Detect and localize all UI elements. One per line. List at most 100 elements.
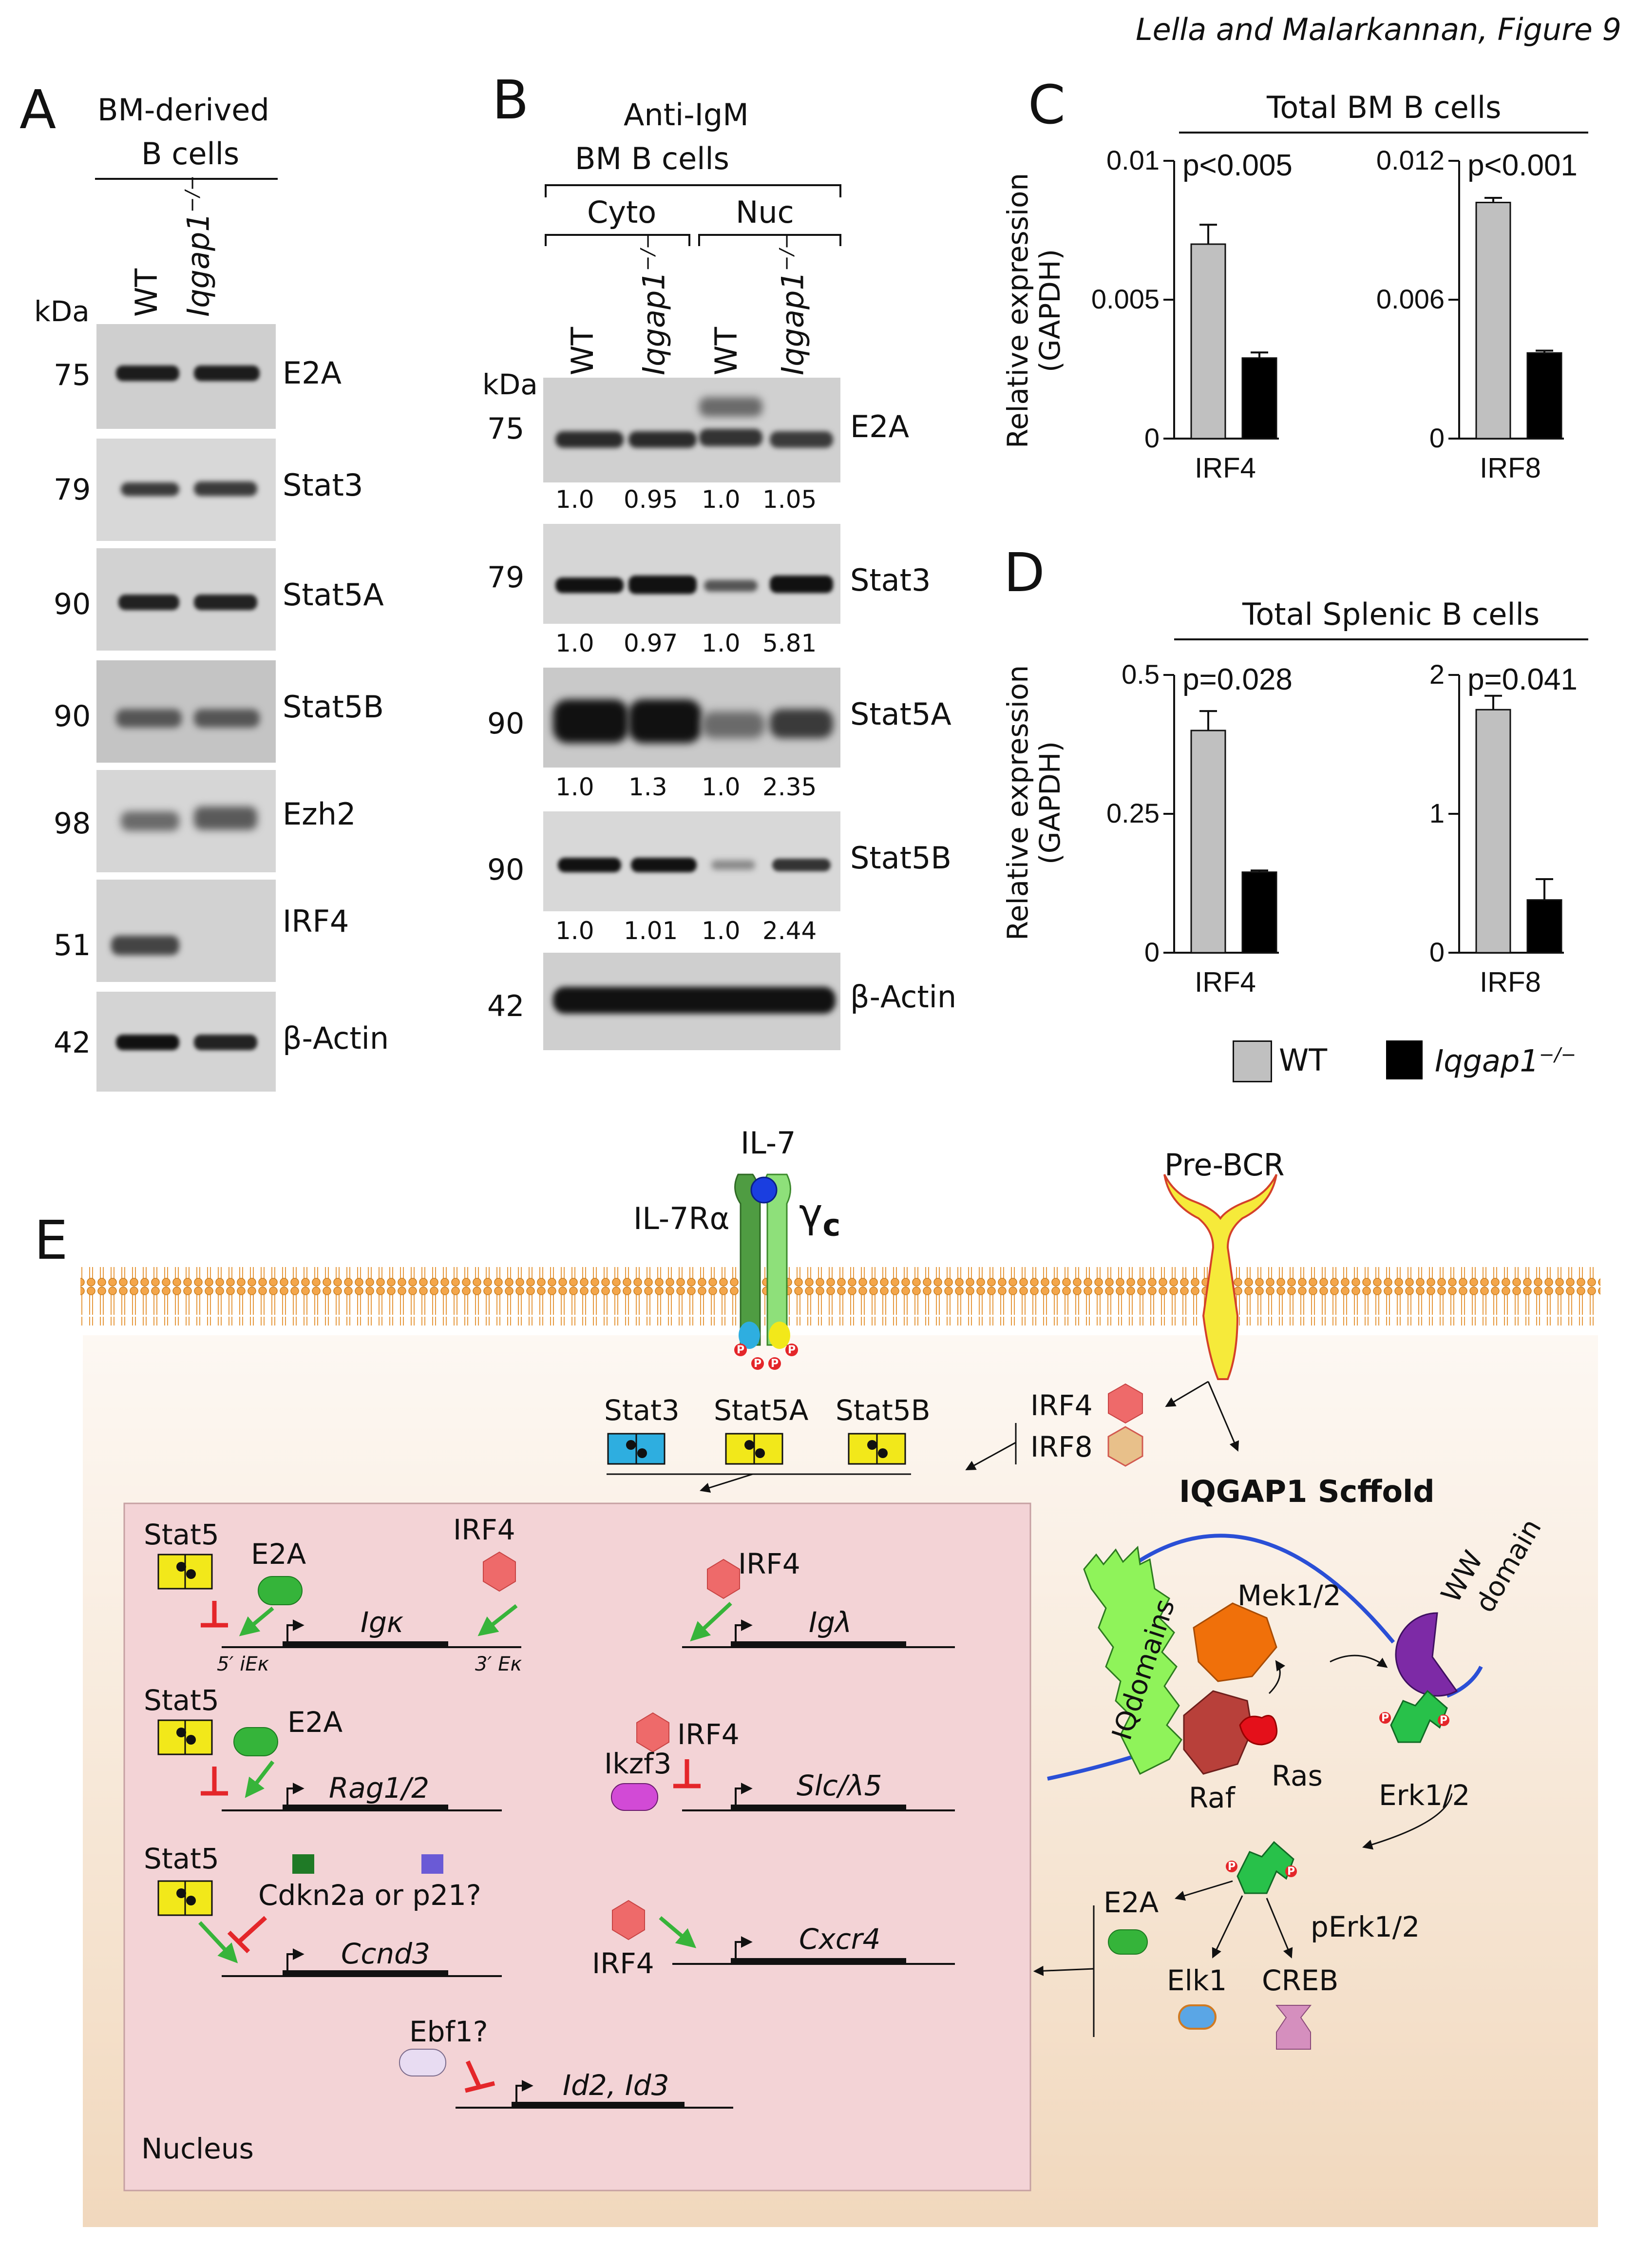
e2a-cyto-label: E2A — [1103, 1886, 1159, 1919]
blot-label: β-Actin — [850, 979, 957, 1015]
panel-b-group-nuc: Nuc — [736, 194, 794, 230]
prebcr-label: Pre-BCR — [1164, 1147, 1285, 1183]
n-stat5-2: Stat5 — [144, 1684, 219, 1717]
panel-b-group-cyto: Cyto — [587, 194, 657, 230]
blot-image — [96, 439, 276, 541]
panel-a-kda: kDa — [34, 295, 90, 328]
blot-image — [96, 880, 276, 982]
y-tick-label: 0.5 — [1122, 659, 1160, 690]
blot-label: Stat3 — [283, 467, 363, 503]
blot-kda: 51 — [54, 928, 91, 962]
y-tick-label: 1 — [1429, 798, 1445, 828]
n-irf4-4: IRF4 — [592, 1947, 654, 1980]
y-tick-label: 0.012 — [1376, 145, 1445, 175]
x-axis-label: IRF8 — [1480, 452, 1541, 484]
blot-kda: 90 — [487, 707, 525, 741]
blot-image — [543, 811, 840, 911]
blot-kda: 90 — [487, 853, 525, 887]
p-value-annotation: p<0.005 — [1182, 149, 1293, 182]
blot-band — [711, 860, 755, 870]
nucleus-label: Nucleus — [141, 2132, 254, 2165]
n-irf4-3: IRF4 — [677, 1718, 740, 1751]
gene-id: Id2, Id3 — [563, 2069, 669, 2102]
legend-ko-sup: −/− — [1539, 1044, 1577, 1065]
p-label: P — [737, 1344, 745, 1356]
panel-c-header: Total BM B cells — [1267, 90, 1502, 125]
blot-kda: 75 — [487, 412, 525, 446]
quant-value: 1.0 — [702, 917, 741, 945]
blot-band — [118, 595, 179, 610]
blot-band — [194, 365, 260, 381]
blot-kda: 79 — [487, 560, 525, 595]
figure-title: Lella and Malarkannan, Figure 9 — [1136, 12, 1621, 47]
stat3-label: Stat3 — [604, 1394, 680, 1427]
il7-ligand — [750, 1176, 778, 1204]
stat5b-dimer — [848, 1433, 906, 1465]
bar-wt — [1190, 243, 1226, 440]
y-tick-label: 0 — [1144, 937, 1160, 967]
blot-band — [121, 482, 179, 496]
gene-cxcr4: Cxcr4 — [799, 1922, 881, 1956]
p-label: P — [1381, 1712, 1389, 1724]
mek-label: Mek1/2 — [1237, 1579, 1341, 1612]
quant-value: 0.95 — [624, 485, 678, 514]
irf4-cyto-hexagon — [1108, 1383, 1143, 1424]
blot-label: Stat5B — [850, 840, 951, 876]
bar-ko — [1241, 871, 1277, 954]
panel-c-header-rule — [1179, 132, 1588, 134]
irf8-cyto-hexagon — [1107, 1426, 1143, 1467]
panel-a-letter: A — [19, 78, 57, 141]
gene-slc-row — [611, 1712, 955, 1811]
n-stat5-3: Stat5 — [144, 1842, 219, 1875]
blot-kda: 42 — [487, 989, 525, 1023]
blot-band — [194, 807, 257, 830]
quant-value: 1.01 — [624, 917, 678, 945]
blot-label: β-Actin — [283, 1020, 389, 1056]
blot-band — [770, 709, 833, 738]
quant-value: 5.81 — [762, 629, 817, 657]
n-ebf1: Ebf1? — [409, 2015, 488, 2048]
elk1 — [1178, 2004, 1217, 2030]
blot-band — [628, 576, 697, 594]
stat3-dimer — [607, 1433, 666, 1465]
p-label: P — [788, 1344, 796, 1356]
y-tick-label: 0 — [1429, 423, 1445, 453]
panel-a-header-2: B cells — [141, 136, 240, 172]
pre-bcr — [1163, 1174, 1277, 1380]
p-label: P — [1440, 1714, 1448, 1727]
x-axis-label: IRF8 — [1480, 966, 1541, 998]
n-stat5-1: Stat5 — [144, 1518, 219, 1551]
panel-d-header: Total Splenic B cells — [1242, 596, 1540, 632]
ras-label: Ras — [1272, 1759, 1323, 1792]
quant-value: 1.0 — [555, 629, 594, 657]
blot-label: Stat3 — [850, 562, 931, 598]
blot-band — [555, 431, 624, 448]
blot-kda: 90 — [54, 699, 91, 733]
gamma-symbol: γ — [799, 1191, 823, 1237]
x-axis-label: IRF4 — [1195, 452, 1256, 484]
creb-label: CREB — [1262, 1964, 1339, 1997]
blot-band — [194, 481, 257, 496]
ie-k-label: 5′ iEκ — [217, 1653, 269, 1675]
panel-b-header-1: Anti-IgM — [624, 97, 749, 133]
erk-label: Erk1/2 — [1379, 1779, 1470, 1812]
x-axis-label: IRF4 — [1195, 966, 1256, 998]
gene-igl: Igλ — [809, 1606, 852, 1639]
blot-label: Ezh2 — [283, 796, 356, 832]
blot-kda: 75 — [54, 358, 91, 392]
blot-band — [699, 429, 762, 446]
il7-label: IL-7 — [741, 1125, 796, 1161]
blot-band — [121, 811, 179, 831]
quant-value: 1.05 — [762, 485, 817, 514]
panel-e-letter: E — [34, 1209, 68, 1271]
quant-value: 1.0 — [702, 773, 741, 801]
blot-image — [543, 953, 840, 1050]
blot-band — [631, 858, 697, 872]
iqgap1-scaffold — [1047, 1534, 1483, 1850]
legend-wt-swatch — [1233, 1040, 1272, 1082]
stat5a-label: Stat5A — [714, 1394, 809, 1427]
panel-b-letter: B — [492, 69, 529, 131]
n-irf4-2: IRF4 — [738, 1547, 800, 1580]
gene-rag: Rag1/2 — [329, 1771, 430, 1805]
